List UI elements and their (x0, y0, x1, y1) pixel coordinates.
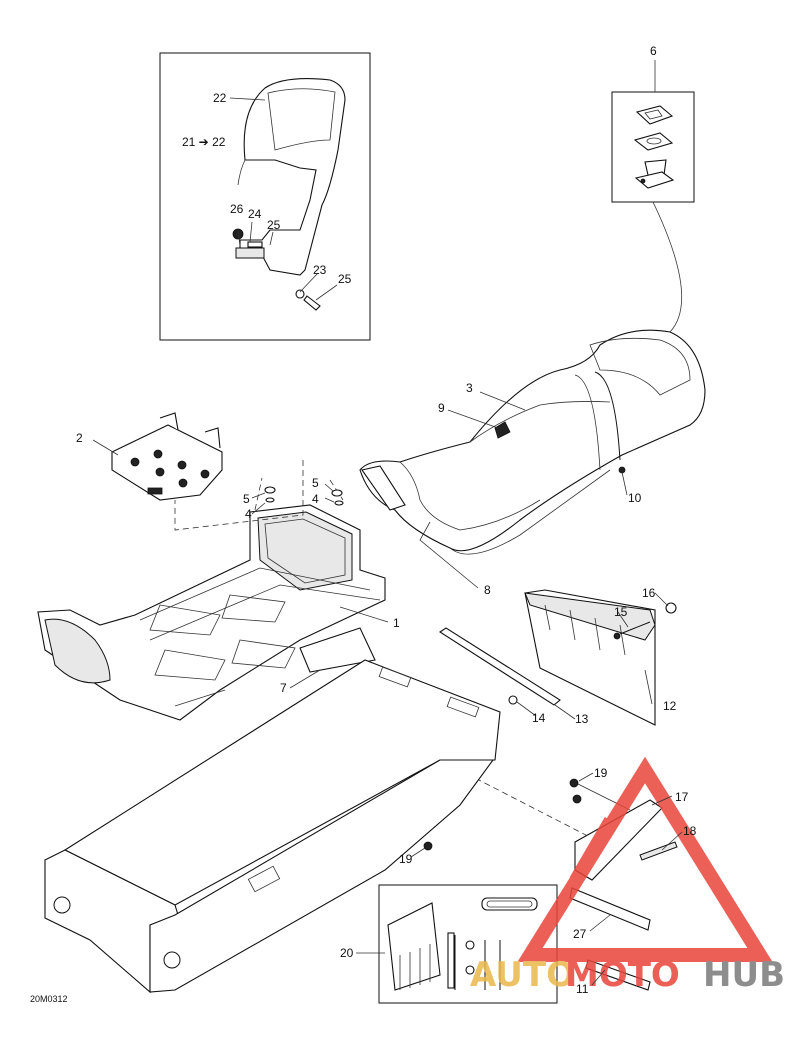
callout-21: 21 ➔ 22 (182, 135, 226, 149)
callout-8: 8 (484, 583, 491, 597)
callout-3: 3 (466, 381, 473, 395)
tunnel-body (44, 659, 501, 994)
callout-13: 13 (575, 712, 589, 726)
watermark-logo: AUTO MOTO HUB (470, 756, 785, 995)
backrest-inset (159, 52, 371, 341)
watermark-auto: AUTO (470, 955, 575, 995)
bracket-11 (585, 959, 651, 991)
console-frame (37, 504, 386, 721)
callout-labels: 1 2 3 4 4 5 5 6 7 8 9 10 11 12 13 14 15 … (76, 44, 697, 996)
callout-20: 20 (340, 946, 354, 960)
callout-9: 9 (438, 401, 445, 415)
seat-assembly (359, 329, 706, 555)
alignment-line (254, 477, 263, 511)
item6-inset (611, 91, 695, 333)
callout-14: 14 (532, 711, 546, 725)
callout-5: 5 (312, 476, 319, 490)
callout-18: 18 (683, 824, 697, 838)
callout-15: 15 (614, 605, 628, 619)
strip-13 (438, 627, 561, 706)
callout-10: 10 (628, 491, 642, 505)
callout-25: 25 (267, 218, 281, 232)
callout-19: 19 (399, 852, 413, 866)
callout-1: 1 (393, 616, 400, 630)
callout-25: 25 (338, 272, 352, 286)
snow-flap-12 (524, 589, 656, 726)
callout-16: 16 (642, 586, 656, 600)
callout-11: 11 (576, 982, 589, 996)
callout-12: 12 (663, 699, 677, 713)
callout-6: 6 (650, 44, 657, 58)
callout-23: 23 (313, 263, 327, 277)
bolt-19 (423, 841, 433, 851)
callout-22: 22 (213, 91, 227, 105)
callout-19: 19 (594, 766, 608, 780)
callout-7: 7 (280, 681, 287, 695)
callout-24: 24 (248, 207, 262, 221)
bracket-2 (111, 412, 223, 501)
watermark-moto: MOTO (565, 955, 680, 995)
leader-lines (92, 60, 683, 986)
callout-2: 2 (76, 431, 83, 445)
callout-4: 4 (245, 507, 252, 521)
callout-26: 26 (230, 202, 244, 216)
tool-kit-inset (378, 884, 558, 1004)
bolt-15-16 (613, 602, 677, 640)
drawing-code: 20M0312 (30, 994, 68, 1004)
fasteners-4-5 (264, 486, 344, 506)
watermark-hub: HUB (703, 955, 785, 995)
callout-5: 5 (243, 492, 250, 506)
callout-4: 4 (312, 492, 319, 506)
washer-14 (508, 695, 518, 705)
callout-27: 27 (573, 927, 587, 941)
bracket-27 (569, 887, 651, 931)
callout-17: 17 (675, 790, 689, 804)
